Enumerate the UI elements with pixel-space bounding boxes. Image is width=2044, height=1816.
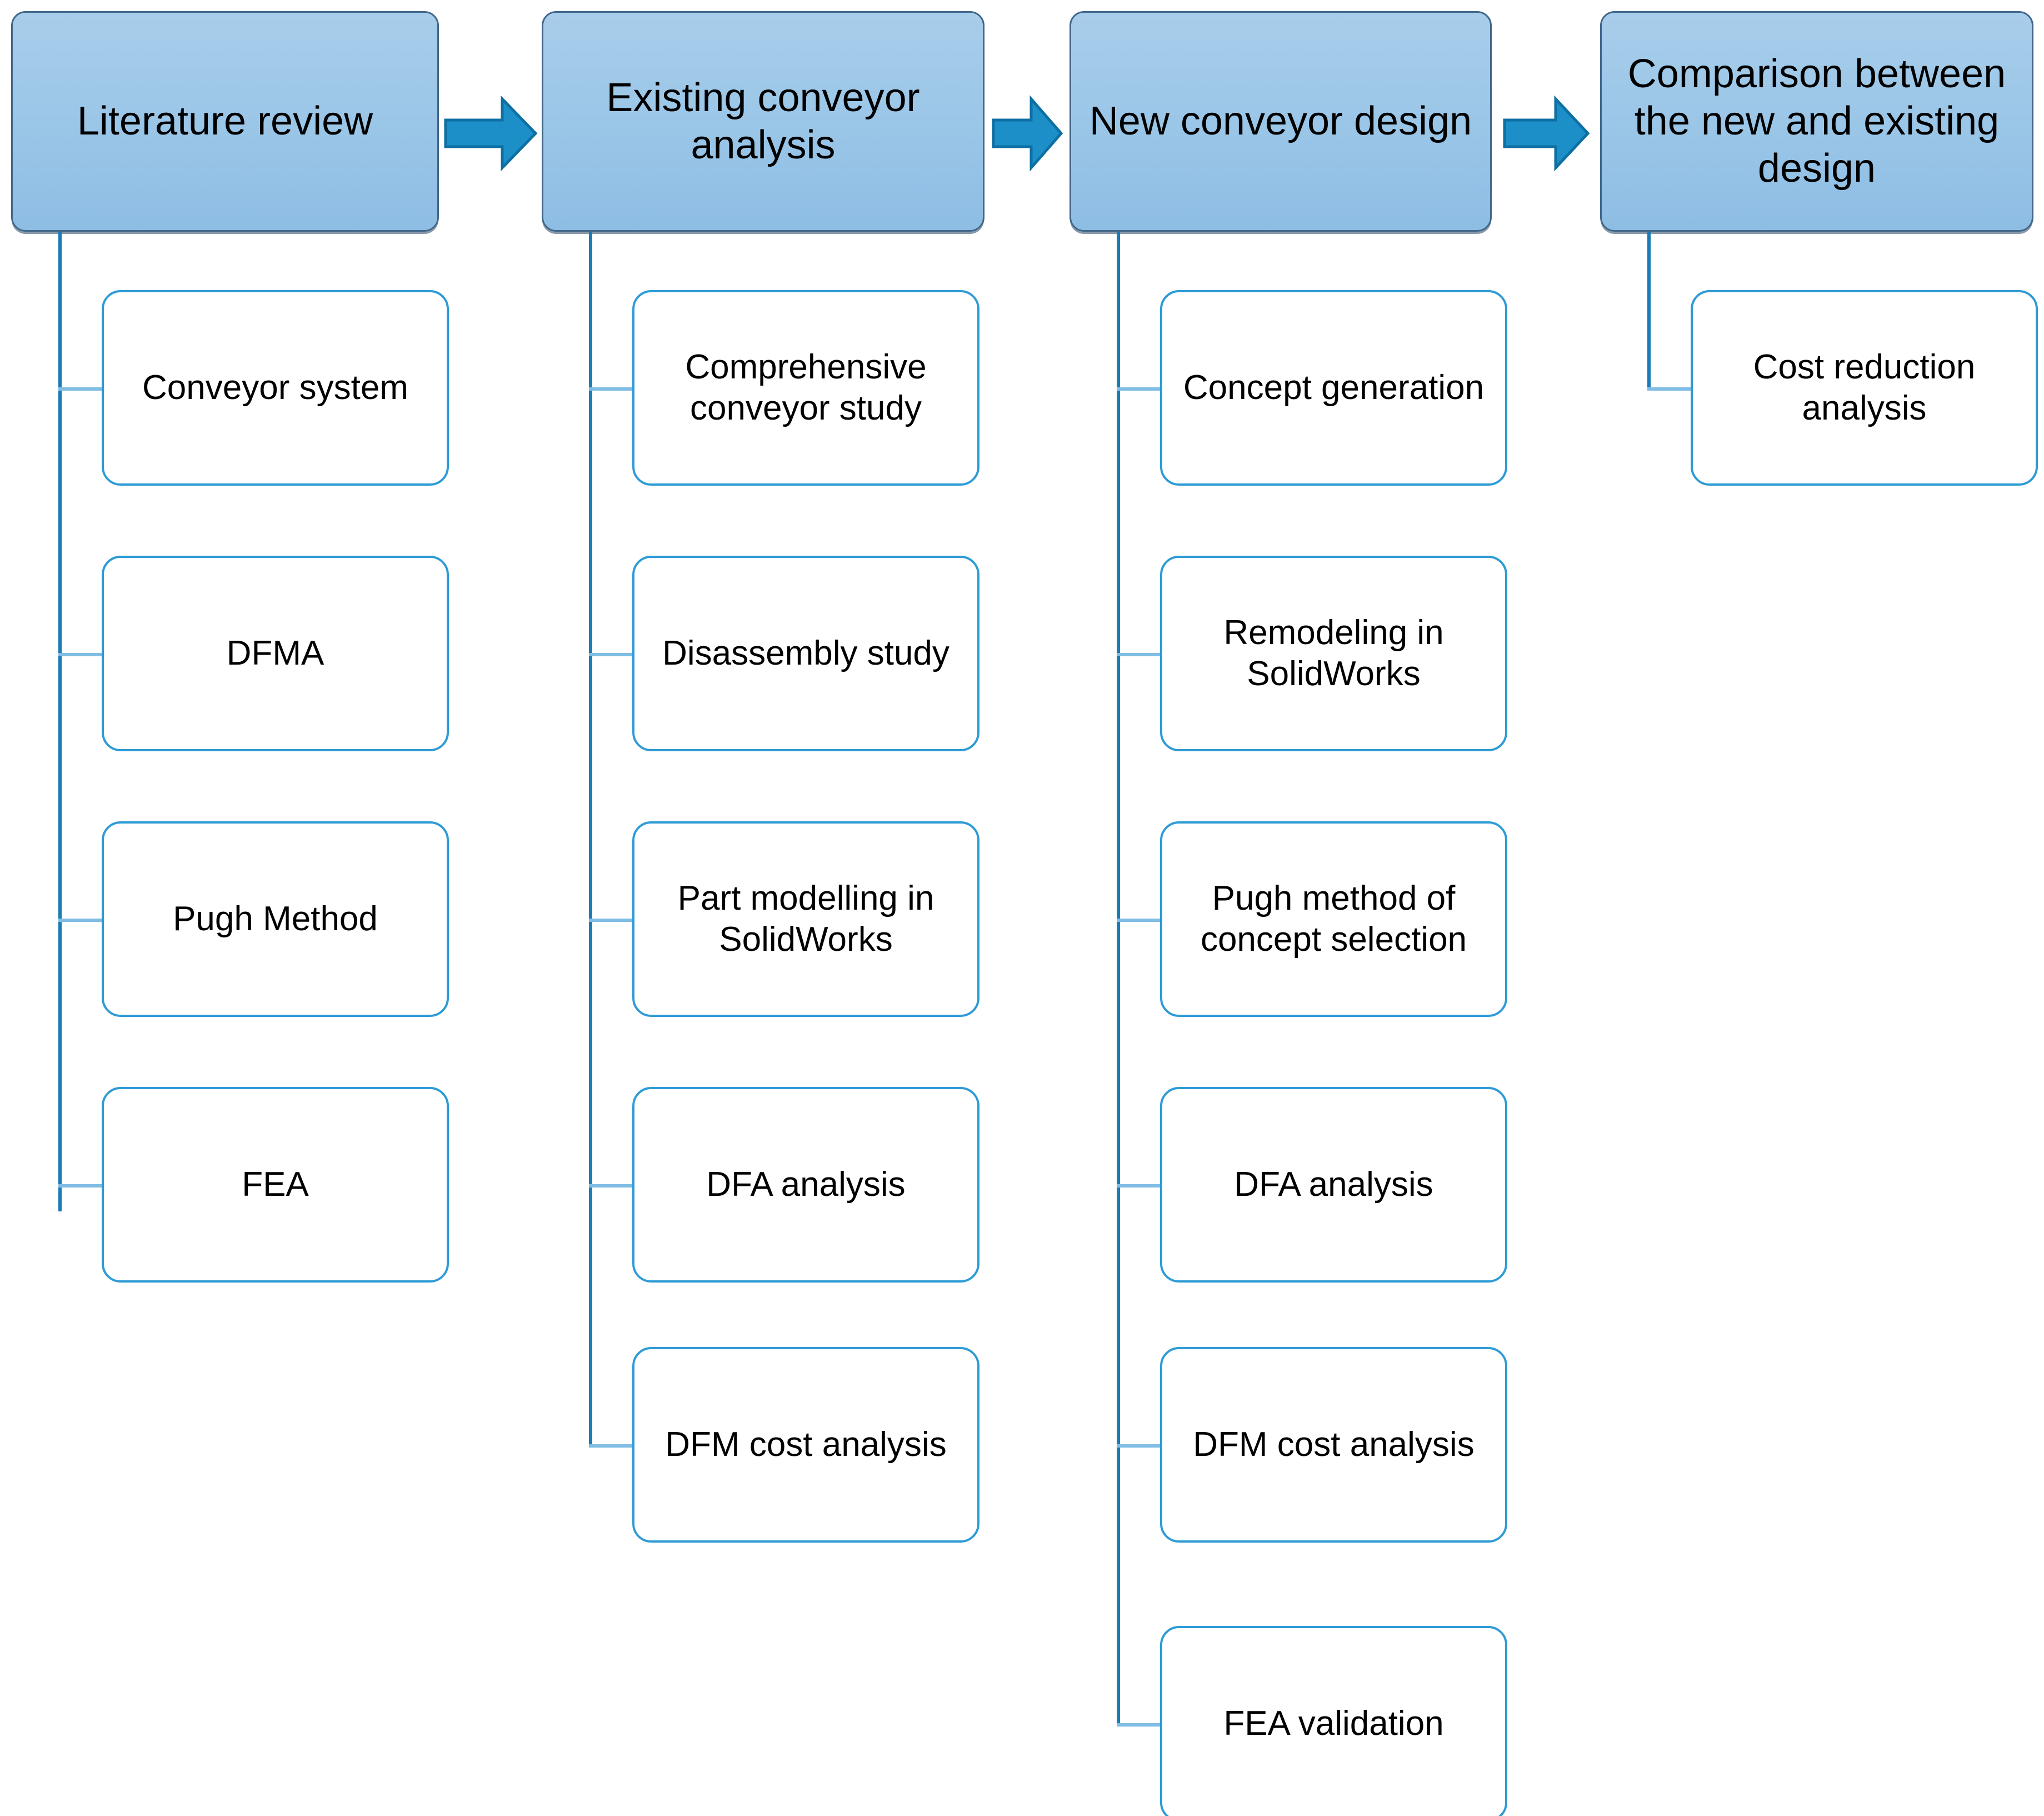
branch-line-2-5 — [589, 1444, 636, 1448]
branch-line-2-2 — [589, 653, 636, 656]
sub-box-pugh-method-concept-selection[interactable]: Pugh method of concept selection — [1160, 821, 1507, 1017]
sub-box-label: Part modelling in SolidWorks — [677, 879, 934, 959]
stage-label: Literature review — [77, 99, 373, 144]
branch-line-3-4 — [1117, 1184, 1163, 1188]
sub-box-label: Remodeling in SolidWorks — [1223, 613, 1444, 693]
sub-box-label: DFA analysis — [706, 1165, 906, 1204]
branch-line-3-6 — [1117, 1723, 1163, 1727]
branch-line-3-3 — [1117, 919, 1163, 922]
branch-line-3-1 — [1117, 387, 1163, 391]
sub-box-dfma[interactable]: DFMA — [102, 556, 449, 751]
right-block-arrow-icon-3 — [1503, 95, 1590, 172]
branch-line-3-2 — [1117, 653, 1163, 656]
sub-box-pugh-method[interactable]: Pugh Method — [102, 821, 449, 1017]
trunk-line-stage-2 — [589, 232, 592, 1448]
sub-box-label: Conveyor system — [142, 368, 408, 407]
branch-line-1-4 — [58, 1184, 105, 1188]
sub-box-dfa-analysis-stage3[interactable]: DFA analysis — [1160, 1087, 1507, 1283]
sub-box-label: Pugh method of concept selection — [1200, 879, 1467, 959]
sub-box-label: DFM cost analysis — [1193, 1425, 1475, 1464]
sub-box-label: Concept generation — [1183, 368, 1485, 407]
sub-box-dfm-cost-analysis-stage2[interactable]: DFM cost analysis — [632, 1347, 979, 1543]
trunk-line-stage-3 — [1117, 232, 1120, 1727]
branch-line-1-3 — [58, 919, 105, 922]
sub-box-conveyor-system[interactable]: Conveyor system — [102, 290, 449, 486]
sub-box-label: Comprehensive conveyor study — [685, 347, 927, 427]
sub-box-comprehensive-conveyor-study[interactable]: Comprehensive conveyor study — [632, 290, 979, 486]
sub-box-label: Pugh Method — [173, 899, 378, 938]
sub-box-label: FEA — [242, 1165, 309, 1204]
sub-box-concept-generation[interactable]: Concept generation — [1160, 290, 1507, 486]
stage-label: Existing conveyor analysis — [606, 75, 920, 167]
sub-box-cost-reduction-analysis[interactable]: Cost reduction analysis — [1691, 290, 2038, 486]
sub-box-fea-validation[interactable]: FEA validation — [1160, 1626, 1507, 1816]
branch-line-2-1 — [589, 387, 636, 391]
sub-box-dfa-analysis-stage2[interactable]: DFA analysis — [632, 1087, 979, 1283]
right-block-arrow-icon-2 — [992, 95, 1063, 172]
trunk-line-stage-4 — [1647, 232, 1651, 391]
sub-box-label: DFMA — [226, 633, 324, 672]
branch-line-3-5 — [1117, 1444, 1163, 1448]
branch-line-4-1 — [1647, 387, 1694, 391]
sub-box-disassembly-study[interactable]: Disassembly study — [632, 556, 979, 751]
stage-label: Comparison between the new and existing … — [1627, 52, 2006, 191]
stage-box-existing-conveyor-analysis[interactable]: Existing conveyor analysis — [542, 11, 984, 232]
right-block-arrow-icon-1 — [444, 95, 538, 172]
sub-box-label: DFA analysis — [1234, 1165, 1433, 1204]
branch-line-1-1 — [58, 387, 105, 391]
sub-box-dfm-cost-analysis-stage3[interactable]: DFM cost analysis — [1160, 1347, 1507, 1543]
sub-box-fea[interactable]: FEA — [102, 1087, 449, 1283]
branch-line-1-2 — [58, 653, 105, 656]
stage-box-comparison-new-existing[interactable]: Comparison between the new and existing … — [1600, 11, 2033, 232]
stage-box-literature-review[interactable]: Literature review — [11, 11, 439, 232]
trunk-line-stage-1 — [58, 232, 62, 1211]
branch-line-2-3 — [589, 919, 636, 922]
sub-box-label: Disassembly study — [662, 633, 949, 672]
sub-box-part-modelling-solidworks[interactable]: Part modelling in SolidWorks — [632, 821, 979, 1017]
stage-box-new-conveyor-design[interactable]: New conveyor design — [1070, 11, 1492, 232]
sub-box-label: DFM cost analysis — [665, 1425, 947, 1464]
stage-label: New conveyor design — [1089, 99, 1472, 144]
branch-line-2-4 — [589, 1184, 636, 1188]
sub-box-label: Cost reduction analysis — [1753, 347, 1976, 427]
sub-box-label: FEA validation — [1223, 1704, 1444, 1743]
sub-box-remodeling-solidworks[interactable]: Remodeling in SolidWorks — [1160, 556, 1507, 751]
